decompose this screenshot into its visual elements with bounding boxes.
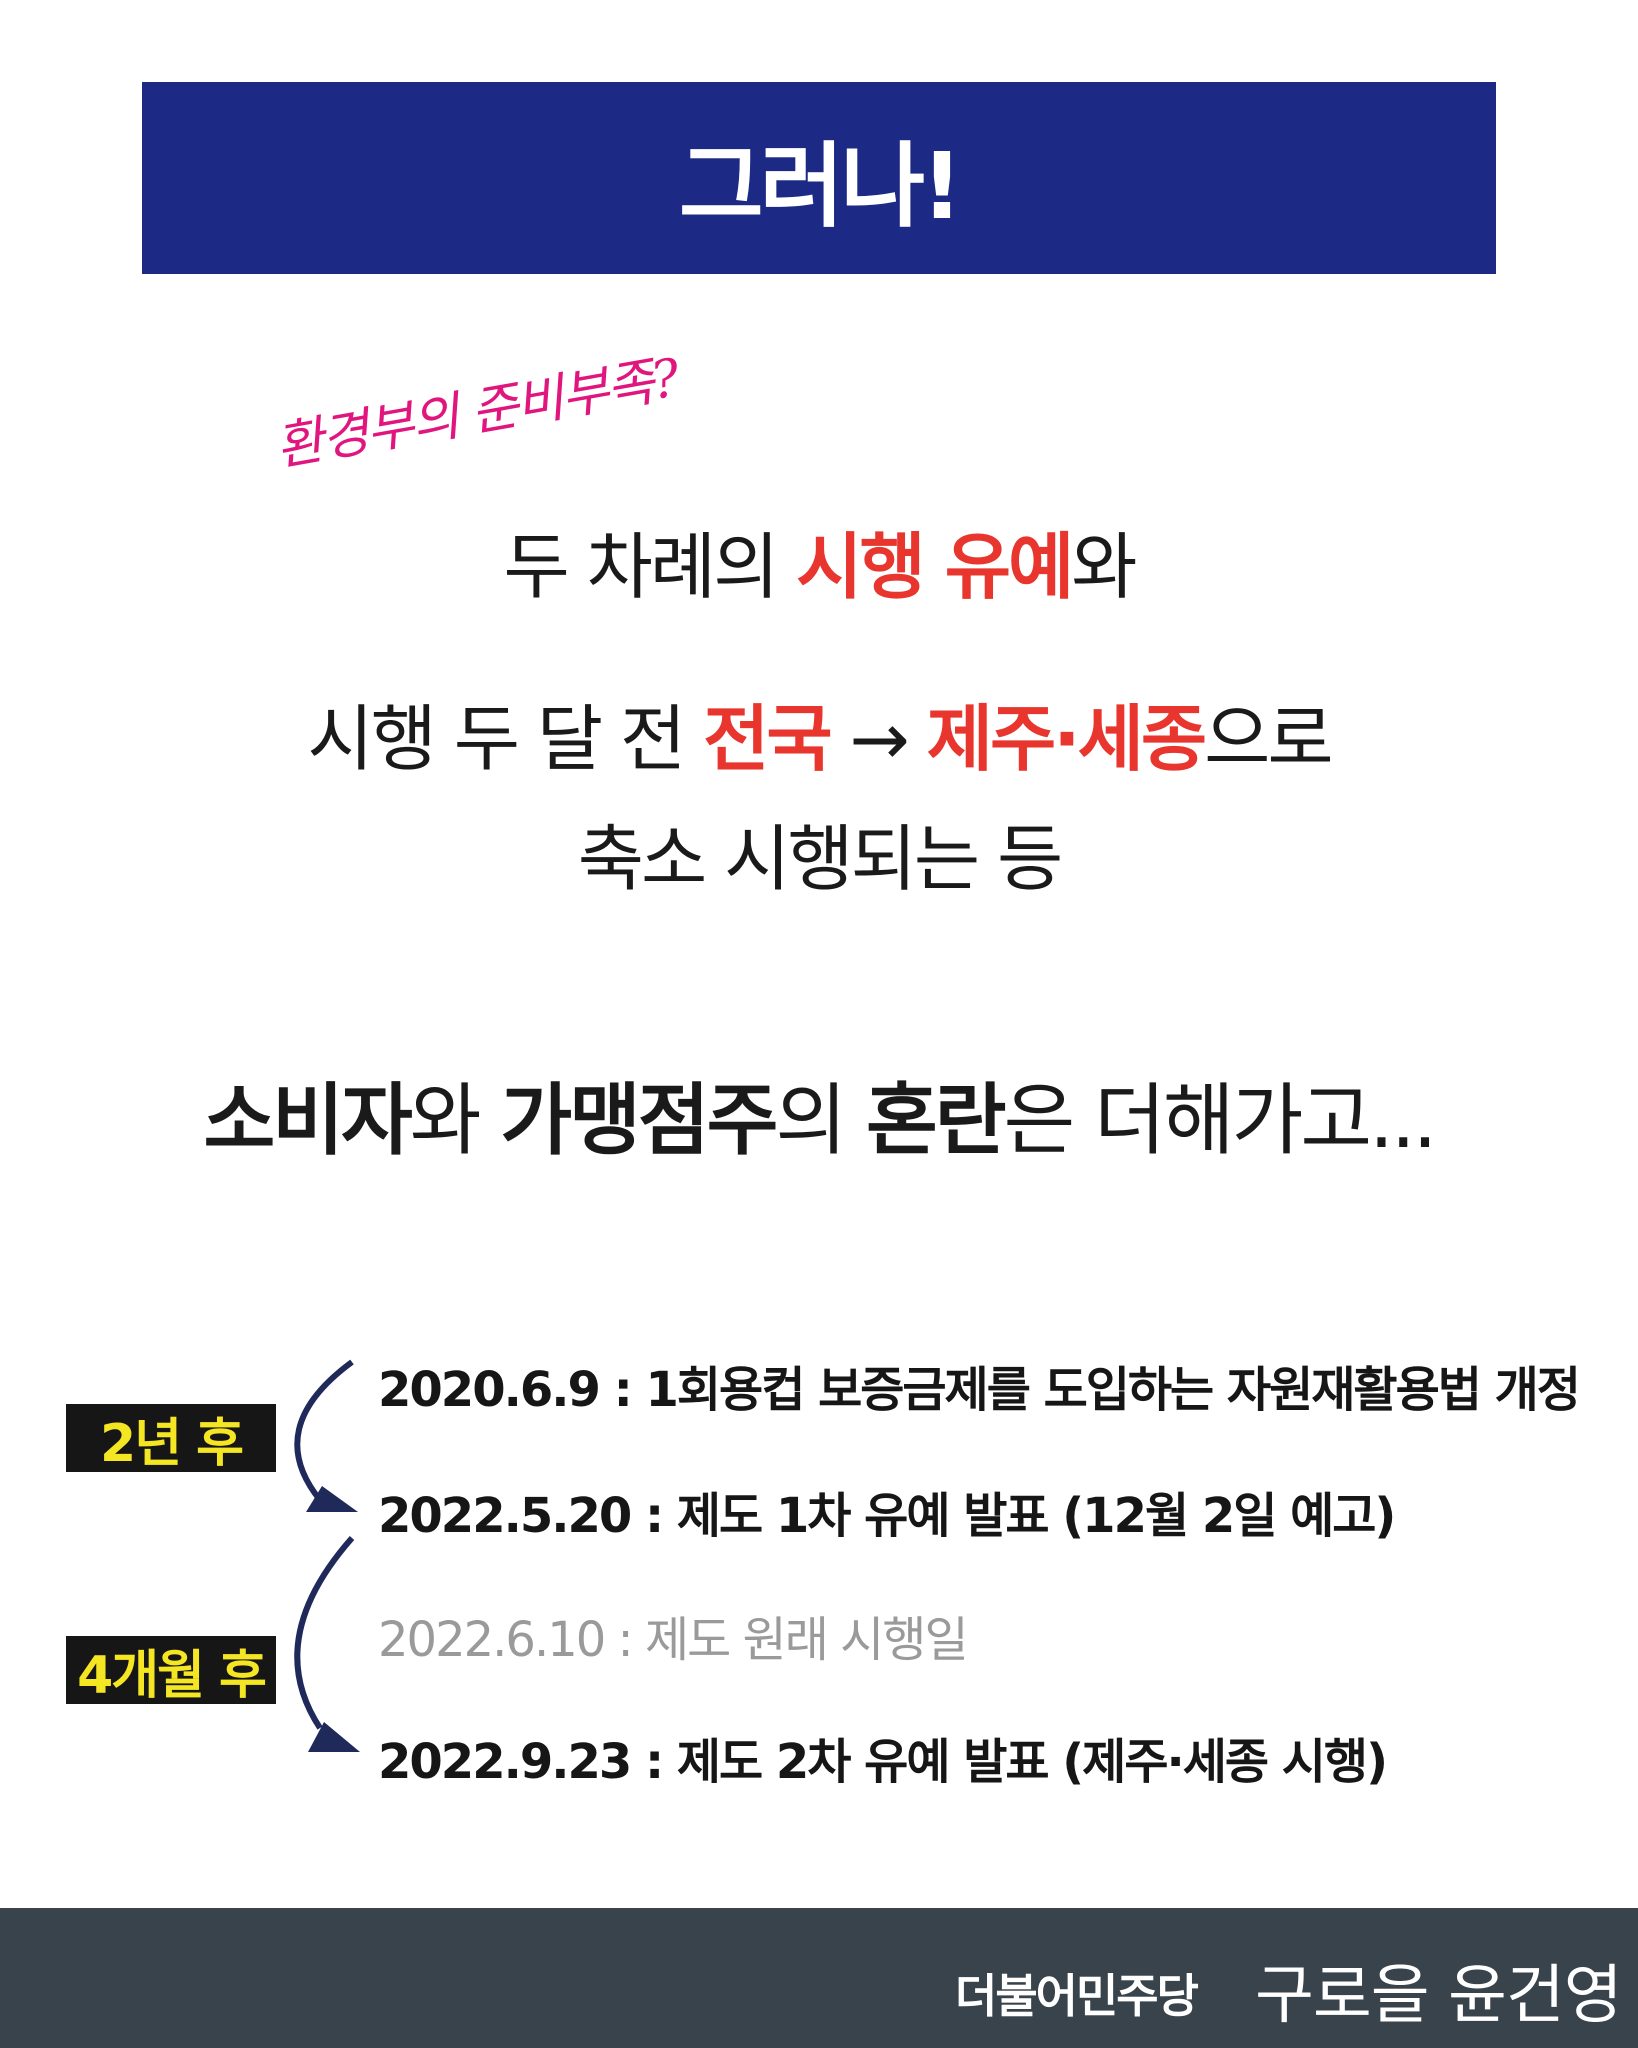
footer-bar bbox=[0, 1908, 1638, 2048]
party-logo-text: 더불어민주당 bbox=[955, 1969, 1199, 2023]
curved-arrow-2 bbox=[294, 1536, 355, 1730]
candidate-name: 구로을 윤건영 bbox=[1255, 1959, 1623, 2033]
headline-text: 은 더해가고... bbox=[1003, 1076, 1438, 1166]
timeline-entry: 2020.6.9 : 1회용컵 보증금제를 도입하는 자원재활용법 개정 bbox=[378, 1362, 1581, 1418]
arrowhead-2 bbox=[308, 1722, 360, 1752]
headline-bold: 소비자 bbox=[203, 1076, 413, 1166]
headline-bold: 혼란 bbox=[865, 1076, 1007, 1166]
headline-text: 의 bbox=[775, 1076, 866, 1166]
headline-highlight: 시행 유예 bbox=[796, 525, 1074, 609]
headline-highlight: 제주·세종 bbox=[926, 697, 1207, 781]
arrow-glyph: → bbox=[829, 697, 927, 781]
headline-text: 두 차례의 bbox=[503, 525, 797, 609]
headline-text: 와 bbox=[409, 1076, 501, 1166]
title-banner: 그러나! bbox=[142, 82, 1496, 274]
timeline-entry: 2022.9.23 : 제도 2차 유예 발표 (제주·세종 시행) bbox=[378, 1734, 1388, 1790]
tag-two-years: 2년 후 bbox=[66, 1404, 276, 1474]
headline-line-4: 소비자와 가맹점주의 혼란은 더해가고... bbox=[0, 1058, 1638, 1170]
timeline-entry: 2022.6.10 : 제도 원래 시행일 bbox=[378, 1612, 969, 1668]
headline-text: 와 bbox=[1071, 525, 1137, 609]
headline-highlight: 전국 bbox=[703, 697, 832, 781]
handwritten-note: 환경부의 준비부족? bbox=[271, 348, 683, 479]
headline-line-3: 축소 시행되는 등 bbox=[577, 817, 1063, 901]
headline-bold: 가맹점주 bbox=[500, 1076, 778, 1166]
headline-text: 으로 bbox=[1204, 697, 1333, 781]
headline-text: 시행 두 달 전 bbox=[307, 697, 704, 781]
curved-arrow-1 bbox=[294, 1359, 354, 1502]
tag-four-months: 4개월 후 bbox=[66, 1636, 276, 1706]
headline-line-1: 두 차례의 시행 유예와 bbox=[0, 508, 1638, 613]
arrowhead-1 bbox=[306, 1486, 358, 1512]
banner-title: 그러나! bbox=[679, 132, 963, 240]
headline-line-2: 시행 두 달 전 전국 → 제주·세종으로 bbox=[0, 680, 1638, 785]
timeline-entry: 2022.5.20 : 제도 1차 유예 발표 (12월 2일 예고) bbox=[378, 1488, 1396, 1544]
